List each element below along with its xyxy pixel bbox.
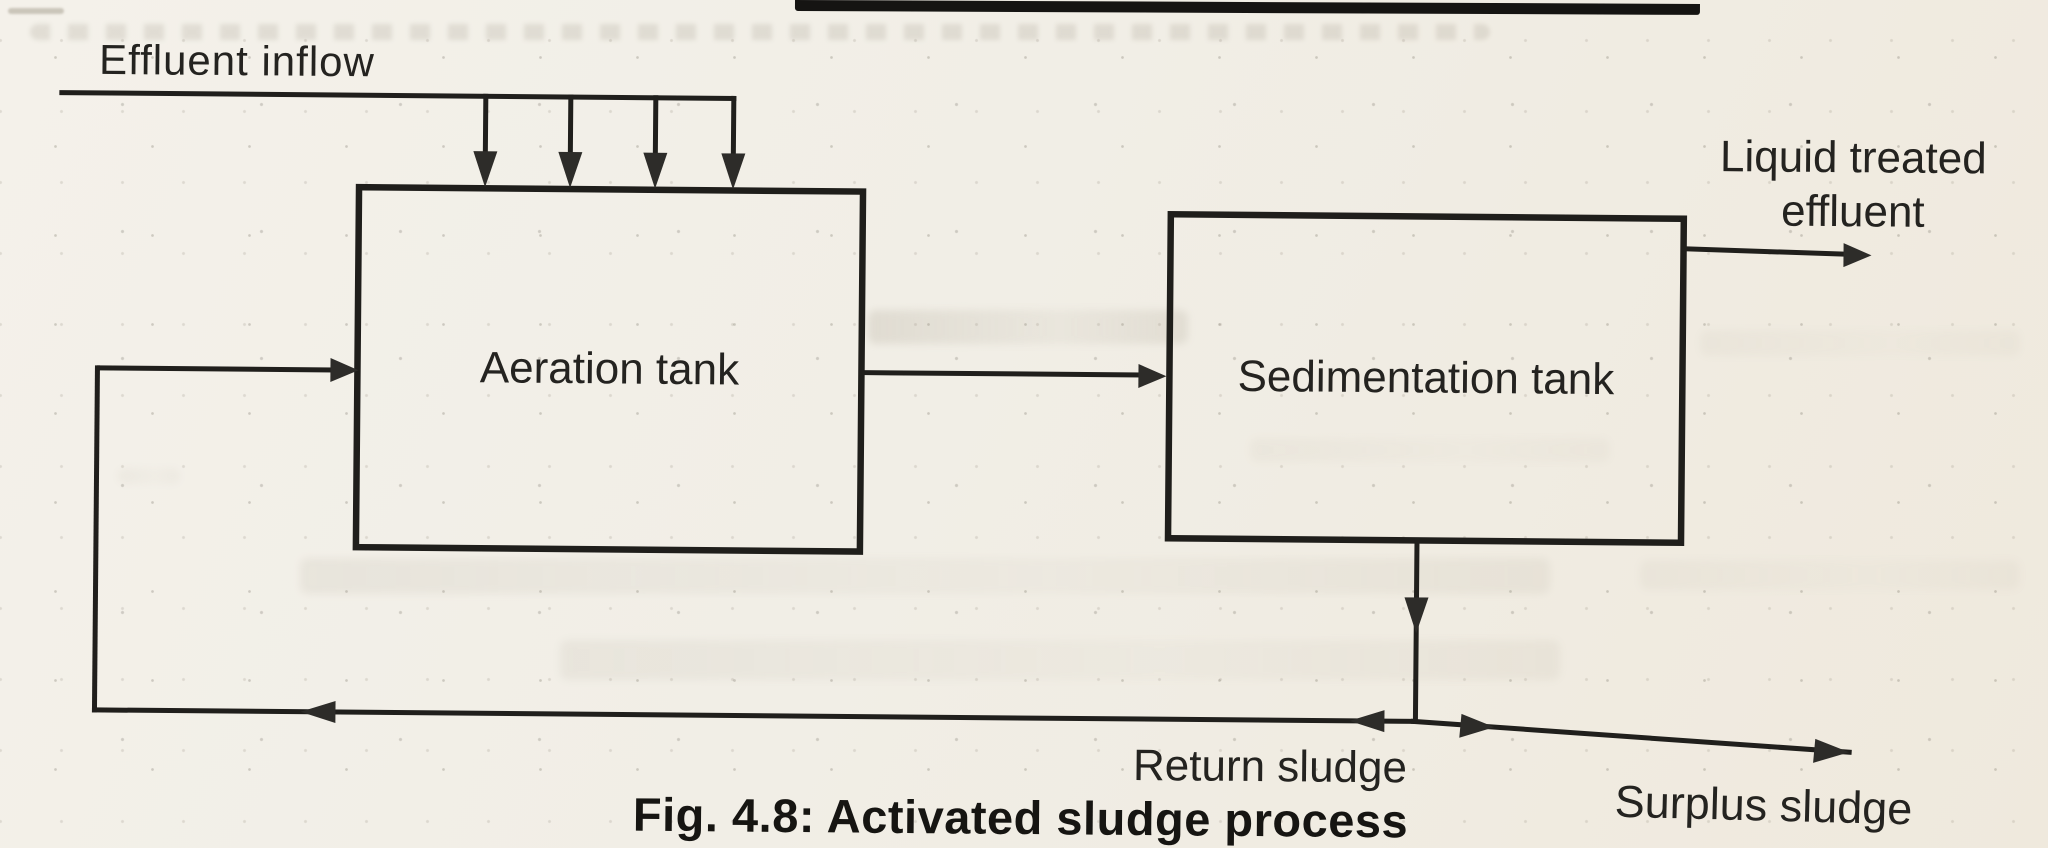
sedimentation-tank-label: Sedimentation tank <box>1168 214 1684 542</box>
return-riser-line <box>91 365 100 713</box>
inflow-drop-arrowhead-1 <box>473 151 498 188</box>
treated-effluent-line <box>1680 246 1849 257</box>
aeration-to-sedimentation-arrowhead <box>1138 363 1167 388</box>
inflow-drop-arrowhead-3 <box>643 152 668 189</box>
return-arrowhead-junction <box>1349 710 1385 733</box>
sedimentation-tank-box <box>1164 210 1688 547</box>
return-sludge-label: Return sludge <box>1132 740 1408 793</box>
surplus-arrowhead-end <box>1813 738 1850 763</box>
liquid-treated-line1: Liquid treated <box>1719 132 1987 184</box>
sludge-drop-arrowhead <box>1404 597 1429 634</box>
return-feed-line <box>96 365 335 373</box>
scan-corner-mark <box>8 8 64 14</box>
return-arrowhead-left <box>300 701 336 724</box>
figure-caption: Fig. 4.8: Activated sludge process <box>632 787 1409 848</box>
aeration-to-sedimentation-line <box>858 370 1143 378</box>
aeration-tank-label-text: Aeration tank <box>479 343 740 395</box>
effluent-inflow-line <box>59 90 737 101</box>
liquid-treated-effluent-label: Liquid treated effluent <box>1692 130 2015 241</box>
sedimentation-tank-label-text: Sedimentation tank <box>1237 352 1615 405</box>
effluent-inflow-label: Effluent inflow <box>98 35 376 86</box>
inflow-drop-arrowhead-2 <box>558 151 583 189</box>
surplus-arrowhead-junction <box>1459 713 1495 738</box>
treated-effluent-arrowhead <box>1843 243 1872 268</box>
aeration-tank-label: Aeration tank <box>356 187 863 551</box>
return-bottom-line <box>91 707 1416 724</box>
return-feed-arrowhead <box>330 357 359 382</box>
surplus-sludge-label: Surplus sludge <box>1614 775 1914 835</box>
inflow-drop-arrowhead-4 <box>721 153 746 190</box>
liquid-treated-line2: effluent <box>1780 186 1925 237</box>
